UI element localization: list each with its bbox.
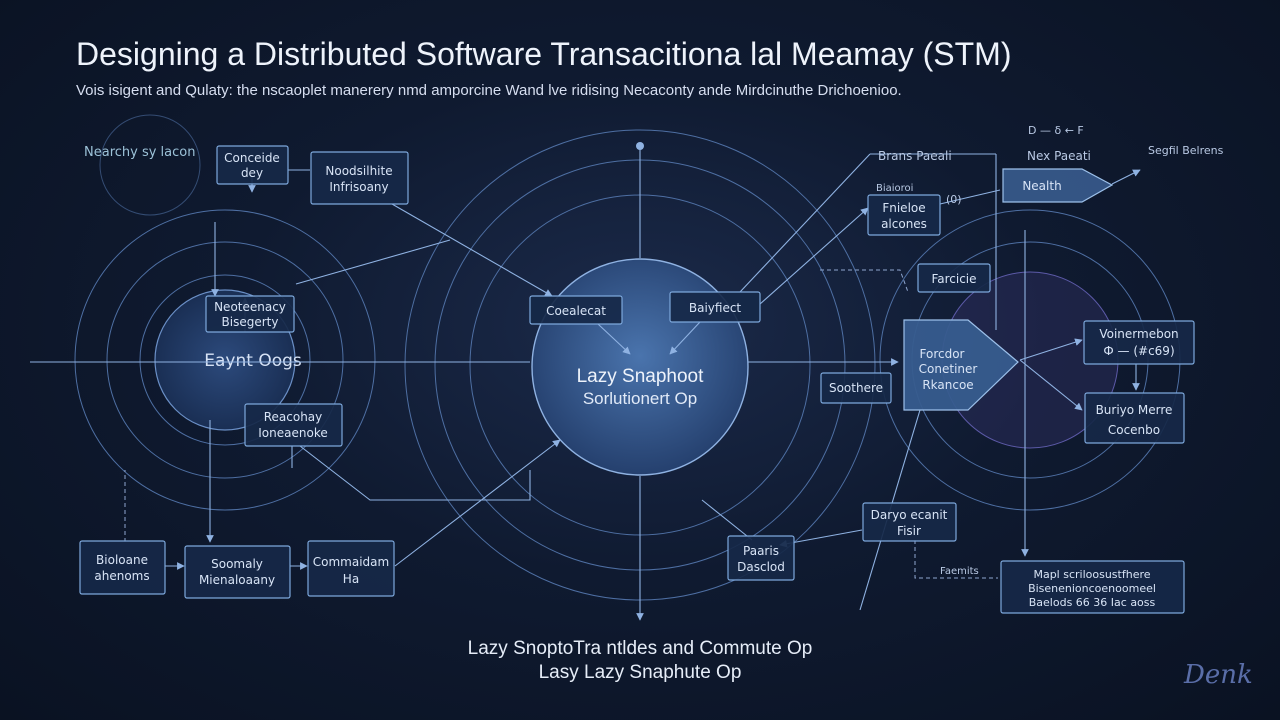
connector-noodsilh-coerlecat bbox=[391, 203, 553, 297]
connector-forcdor-buriyo bbox=[1019, 359, 1083, 411]
diagram-subtitle: Vois isigent and Qulaty: the nscaoplet m… bbox=[76, 82, 902, 99]
label-top-left: Nearchy sy lacon bbox=[84, 145, 195, 160]
svg-text:Commaidam: Commaidam bbox=[313, 555, 389, 569]
svg-text:Dasclod: Dasclod bbox=[737, 560, 785, 574]
node-daryo-ecanit[interactable]: Daryo ecanit Fisir bbox=[862, 502, 957, 542]
svg-text:Paaris: Paaris bbox=[743, 544, 779, 558]
label-small-3: Faemits bbox=[940, 566, 979, 577]
svg-text:Conetiner: Conetiner bbox=[919, 362, 978, 376]
node-bioloane[interactable]: Bioloane ahenoms bbox=[79, 540, 166, 595]
connector-forcdor-vormerator bbox=[1019, 338, 1083, 361]
node-noodsilhite[interactable]: Noodsilhite Infrisoany bbox=[310, 151, 409, 205]
label-small-1: Biaioroi bbox=[876, 183, 913, 194]
svg-text:Voinermebon: Voinermebon bbox=[1099, 327, 1178, 341]
svg-text:Baiyfiect: Baiyfiect bbox=[689, 301, 742, 315]
node-conceide[interactable]: Conceide dey bbox=[216, 145, 289, 185]
connector-fnieloe-nealth bbox=[939, 189, 1001, 205]
svg-text:Conceide: Conceide bbox=[224, 151, 280, 165]
connector-to-fnieloe bbox=[759, 207, 869, 305]
connector-nealth-out bbox=[1111, 169, 1141, 185]
svg-text:Cocenbo: Cocenbo bbox=[1108, 423, 1160, 437]
svg-text:Ф — (#c69): Ф — (#c69) bbox=[1103, 344, 1174, 358]
svg-text:Bisegerty: Bisegerty bbox=[222, 315, 279, 329]
svg-text:Bioloane: Bioloane bbox=[96, 553, 148, 567]
node-voinermebon[interactable]: Voinermebon Ф — (#c69) bbox=[1083, 320, 1195, 365]
connector-diagonal-upper bbox=[295, 239, 451, 285]
svg-text:Daryo ecanit: Daryo ecanit bbox=[871, 508, 948, 522]
label-header-3: Segfil Belrens bbox=[1148, 144, 1224, 157]
node-nealth[interactable]: Nealth bbox=[1002, 168, 1114, 203]
node-neoteenacy[interactable]: Neoteenacy Bisegerty bbox=[205, 295, 295, 333]
svg-text:Buriyo Merre: Buriyo Merre bbox=[1096, 403, 1173, 417]
connector-center-paaris bbox=[701, 499, 753, 541]
connector-coerlecat-center bbox=[597, 323, 631, 355]
svg-text:Infrisoany: Infrisoany bbox=[329, 180, 388, 194]
connector-dashed-mid bbox=[820, 269, 909, 293]
connectors bbox=[30, 142, 1141, 621]
node-paaris[interactable]: Paaris Dasclod bbox=[727, 535, 795, 581]
svg-text:Rkancoe: Rkancoe bbox=[922, 378, 973, 392]
left-ring-group bbox=[74, 114, 376, 511]
node-farcicie[interactable]: Farcicie bbox=[917, 263, 991, 293]
svg-text:Ioneaenoke: Ioneaenoke bbox=[258, 426, 327, 440]
diagram-title: Designing a Distributed Software Transac… bbox=[76, 36, 1012, 72]
node-reacohay[interactable]: Reacohay Ioneaenoke bbox=[244, 403, 343, 447]
svg-text:alcones: alcones bbox=[881, 217, 927, 231]
svg-text:ahenoms: ahenoms bbox=[94, 569, 149, 583]
svg-text:Soothere: Soothere bbox=[829, 381, 883, 395]
svg-text:Mienaloaany: Mienaloaany bbox=[199, 573, 275, 587]
connector-commaidem-center bbox=[394, 439, 561, 567]
node-forcdor[interactable]: Forcdor Conetiner Rkancoe bbox=[903, 319, 1019, 411]
connector-reacohy-flow bbox=[299, 445, 531, 501]
svg-text:Bisenenioncoenoomeel: Bisenenioncoenoomeel bbox=[1028, 582, 1156, 595]
label-header-2: Nex Paeati bbox=[1027, 149, 1091, 163]
connector-dashed-bottom-right bbox=[914, 540, 998, 579]
svg-text:Noodsilhite: Noodsilhite bbox=[325, 164, 392, 178]
node-commaidam[interactable]: Commaidam Ha bbox=[307, 540, 395, 597]
svg-text:Mapl scriloosustfhere: Mapl scriloosustfhere bbox=[1033, 568, 1150, 581]
connector-batyfiect-up bbox=[739, 153, 871, 293]
center-hub-line1: Lazy Snaphoot bbox=[577, 366, 704, 387]
label-header-1: Brans Paeali bbox=[878, 149, 952, 163]
svg-text:Neoteenacy: Neoteenacy bbox=[214, 300, 286, 314]
svg-text:Coealecat: Coealecat bbox=[546, 304, 606, 318]
node-soomaly[interactable]: Soomaly Mienaloaany bbox=[184, 545, 291, 599]
label-formula: D — δ ← F bbox=[1028, 124, 1084, 137]
bottom-caption-line2: Lasy Lazy Snaphute Op bbox=[538, 662, 742, 683]
node-soothere[interactable]: Soothere bbox=[820, 372, 892, 404]
bottom-caption-line1: Lazy SnoptoTra ntldes and Commute Op bbox=[467, 638, 813, 659]
node-coealecat[interactable]: Coealecat bbox=[529, 295, 623, 325]
svg-text:Reacohay: Reacohay bbox=[264, 410, 323, 424]
svg-text:Nealth: Nealth bbox=[1022, 179, 1061, 193]
svg-text:Farcicie: Farcicie bbox=[931, 272, 976, 286]
connector-top-dot bbox=[636, 142, 644, 150]
center-hub-line2: Sorlutionert Op bbox=[583, 389, 697, 408]
signature: Denk bbox=[1184, 660, 1253, 690]
node-fnieloe[interactable]: Fnieloe alcones bbox=[867, 194, 941, 236]
svg-text:Soomaly: Soomaly bbox=[211, 557, 263, 571]
svg-text:dey: dey bbox=[241, 166, 263, 180]
svg-text:Forcdor: Forcdor bbox=[920, 347, 965, 361]
node-baiyfiect[interactable]: Baiyfiect bbox=[669, 291, 761, 323]
svg-text:Ha: Ha bbox=[343, 572, 359, 586]
svg-text:Fnieloe: Fnieloe bbox=[882, 201, 925, 215]
svg-text:Fisir: Fisir bbox=[897, 524, 921, 538]
label-small-2: (0) bbox=[946, 193, 962, 206]
connector-batyfiect-center bbox=[669, 321, 701, 355]
node-buriyo-merre[interactable]: Buriyo Merre Cocenbo bbox=[1084, 392, 1185, 444]
left-hub-label: Eaynt Oogs bbox=[204, 351, 302, 371]
node-mapl[interactable]: Mapl scriloosustfhere Bisenenioncoenoome… bbox=[1000, 560, 1185, 614]
svg-text:Baelods 66 36 Iac aoss: Baelods 66 36 Iac aoss bbox=[1029, 596, 1156, 609]
